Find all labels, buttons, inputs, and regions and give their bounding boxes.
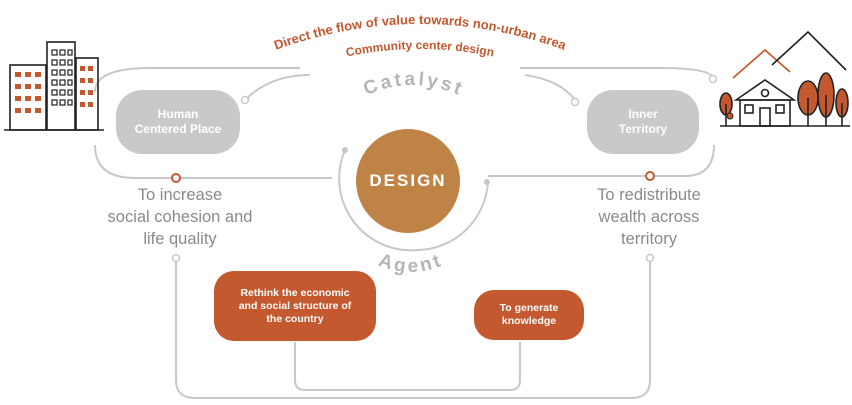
city-buildings-icon — [4, 41, 104, 131]
box-rethink-structure-label: Rethink the economic and social structur… — [238, 286, 352, 325]
right-description: To redistribute wealth across territory — [597, 186, 701, 248]
arc-label-catalyst: Catalyst — [361, 69, 468, 101]
arc-label-agent: Agent — [376, 250, 446, 278]
connector-lines — [94, 67, 715, 399]
node-label-human-centered-place: Human Centered Place — [134, 107, 222, 136]
node-human-centered-place: Human Centered Place — [116, 90, 240, 154]
connector-left-mid — [94, 144, 332, 179]
village-house-mountains-icon — [719, 30, 850, 127]
connector-inner-loop — [294, 342, 521, 391]
box-generate-knowledge-label: To generate knowledge — [499, 302, 559, 327]
ring-left-arc — [338, 149, 419, 252]
connector-bottom-loop — [175, 258, 651, 399]
left-description: To increase social cohesion and life qua… — [107, 186, 253, 248]
connector-right-mid — [488, 144, 715, 177]
box-rethink-structure: Rethink the economic and social structur… — [214, 271, 376, 341]
connector-top-right — [520, 67, 713, 79]
connector-right-arc — [524, 74, 576, 101]
ring-right-arc — [417, 180, 489, 251]
node-label-inner-territory: Inner Territory — [618, 107, 668, 136]
core-design-circle: DESIGN — [356, 129, 460, 233]
connector-dots — [171, 74, 718, 263]
box-generate-knowledge: To generate knowledge — [474, 290, 584, 340]
connector-left-arc — [244, 74, 311, 101]
connector-top-left — [94, 67, 300, 93]
core-label: DESIGN — [369, 171, 447, 190]
node-inner-territory: Inner Territory — [587, 90, 699, 154]
headline-sub: Community center design — [345, 38, 496, 59]
